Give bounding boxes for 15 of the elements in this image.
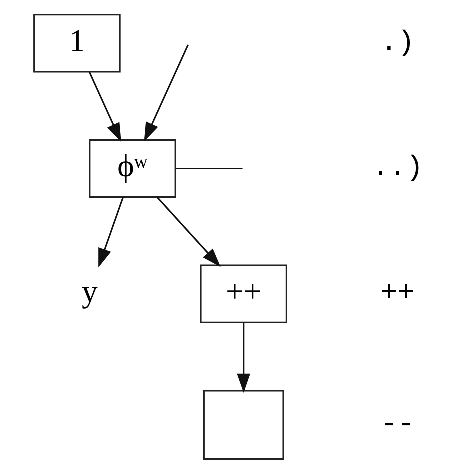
node-box: 1 bbox=[33, 14, 120, 73]
label: ..) bbox=[372, 152, 423, 185]
label: ++ bbox=[380, 277, 414, 310]
node-box bbox=[202, 390, 284, 460]
arrow bbox=[236, 322, 250, 393]
node-box: ++ bbox=[200, 264, 287, 324]
arrow bbox=[98, 197, 124, 268]
arrow bbox=[156, 196, 220, 268]
node-text: y bbox=[81, 274, 98, 310]
connector bbox=[175, 168, 242, 170]
label: -- bbox=[380, 408, 414, 442]
arrow bbox=[144, 44, 188, 142]
node-box: ϕʷ bbox=[88, 139, 176, 198]
label: .) bbox=[380, 26, 414, 60]
arrow bbox=[88, 72, 121, 142]
